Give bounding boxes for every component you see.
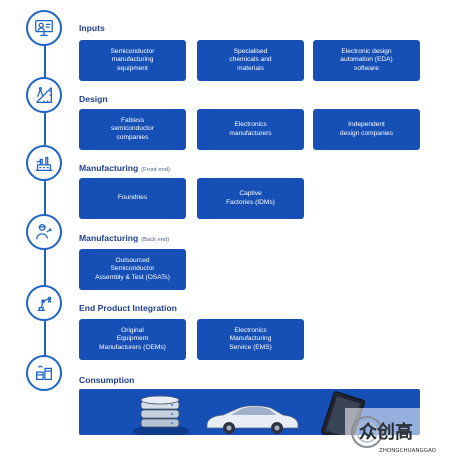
worker-with-tool-icon bbox=[26, 214, 62, 250]
svg-text:ZHONGCHUANGGAO: ZHONGCHUANGGAO bbox=[379, 448, 437, 454]
timeline-spine bbox=[44, 36, 46, 376]
box-osats: Outsourced Semiconductor Assembly & Test… bbox=[79, 249, 186, 290]
shopping-boxes-icon bbox=[26, 355, 62, 391]
box-semiconductor-equipment: Semiconductor manufacturing equipment bbox=[79, 40, 186, 81]
box-independent-design: Independent design companies bbox=[313, 109, 420, 150]
svg-text:众创高: 众创高 bbox=[359, 421, 413, 443]
box-ems: Electronics Manufacturing Service (EMS) bbox=[197, 319, 304, 360]
box-electronics-manufacturers: Electronics manufacturers bbox=[197, 109, 304, 150]
engineer-at-workstation-icon bbox=[26, 10, 62, 46]
ruler-and-compass-icon bbox=[26, 77, 62, 113]
robotic-arm-icon bbox=[26, 285, 62, 321]
box-chemicals-materials: Specialised chemicals and materials bbox=[197, 40, 304, 81]
factory-wafer-icon bbox=[26, 145, 62, 181]
box-eda-software: Electronic design automation (EDA) softw… bbox=[313, 40, 420, 81]
watermark-logo: 众创高 ZHONGCHUANGGAO bbox=[345, 408, 455, 464]
section-title-inputs: Inputs bbox=[79, 23, 105, 33]
box-captive-factories: Captive Factories (IDMs) bbox=[197, 178, 304, 219]
box-foundries: Foundries bbox=[79, 178, 186, 219]
car-icon bbox=[206, 405, 299, 434]
section-title-manufacturing-front-end: Manufacturing(Front end) bbox=[79, 163, 170, 173]
section-title-consumption: Consumption bbox=[79, 375, 135, 385]
section-title-end-product-integration: End Product Integration bbox=[79, 303, 177, 313]
box-fabless-companies: Fabless semiconductor companies bbox=[79, 109, 186, 150]
box-oems: Original Equipment Manufacturers (OEMs) bbox=[79, 319, 186, 360]
section-title-manufacturing-back-end: Manufacturing(Back end) bbox=[79, 233, 170, 243]
server-stack-icon bbox=[133, 395, 189, 435]
section-title-design: Design bbox=[79, 94, 108, 104]
